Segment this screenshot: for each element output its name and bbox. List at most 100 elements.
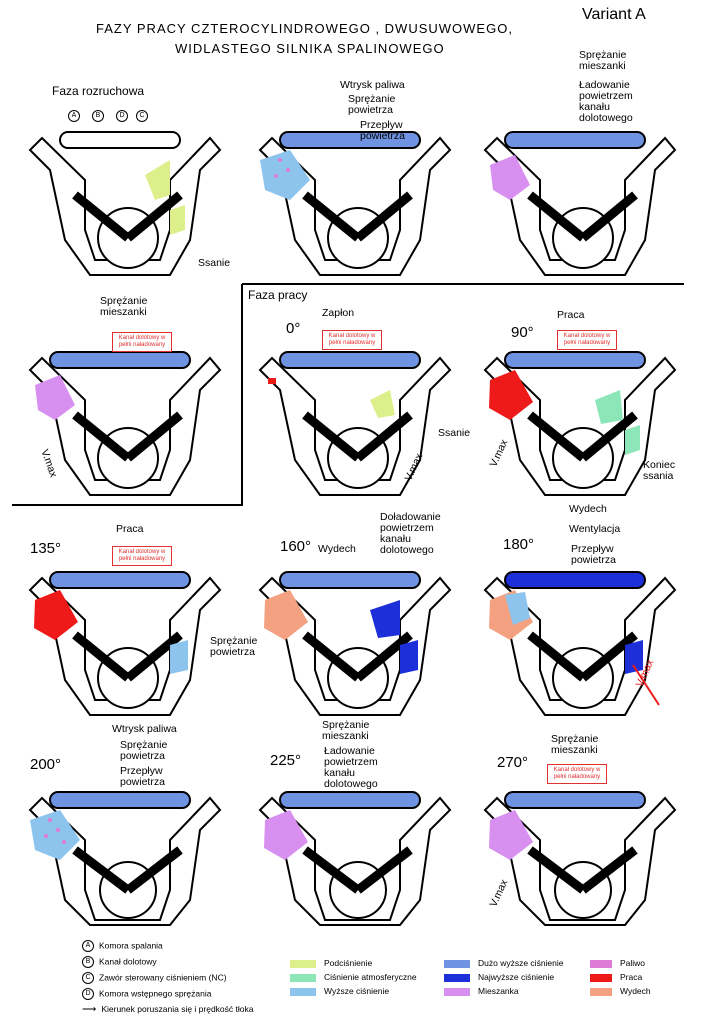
legend-color-5: Najwyższe ciśnienie: [444, 972, 554, 982]
legend-arrow: ⟶Kierunek poruszania się i prędkość tłok…: [82, 1004, 253, 1015]
part-key: A: [82, 940, 94, 952]
legend-part-c: C Zawór sterowany ciśnieniem (NC): [82, 972, 227, 984]
panel-11: 225° Sprężanie mieszanki Ładowanie powie…: [250, 720, 455, 935]
panel-9: 180° Wydech Wentylacja Przepływ powietrz…: [475, 504, 680, 725]
engine-diagram: [483, 571, 677, 716]
panel-label: Sprężanie mieszanki: [322, 719, 370, 742]
engine-diagram: [28, 791, 222, 926]
panel-label: Praca: [557, 309, 585, 321]
color-swatch: [444, 973, 470, 982]
panel-label: Praca: [116, 523, 144, 535]
panel-6: 90° Praca Kanał dolotowy w pełni naładow…: [475, 310, 680, 505]
legend-part-b: B Kanał dolotowy: [82, 956, 157, 968]
engine-diagram: [28, 131, 222, 276]
color-swatch: [444, 959, 470, 968]
legend-color-3: Wyższe ciśnienie: [290, 986, 389, 996]
angle-label: 270°: [497, 754, 529, 771]
part-text: Komora wstępnego sprężania: [99, 988, 212, 999]
panel-label: Ssanie: [198, 257, 231, 269]
color-swatch: [444, 987, 470, 996]
angle-label: 160°: [280, 538, 312, 555]
panel-7: Praca 135° Kanał dolotowy w pełni nałado…: [20, 524, 257, 725]
color-text: Dużo wyższe ciśnienie: [478, 958, 564, 968]
panel-label: Wydech: [569, 503, 607, 515]
angle-label: 200°: [30, 756, 62, 773]
panel-3: Sprężanie mieszanki Ładowanie powietrzem…: [475, 50, 680, 285]
section-work: Faza pracy: [248, 288, 308, 302]
panel-10: 200° Wtrysk paliwa Sprężanie powietrza P…: [20, 724, 225, 935]
panel-label: Sprężanie mieszanki: [579, 49, 627, 72]
panel-label: Sprężanie powietrza: [120, 739, 168, 762]
color-swatch: [290, 987, 316, 996]
part-key: B: [82, 956, 94, 968]
panel-label: Sprężanie powietrza: [348, 93, 396, 116]
part-key: D: [82, 988, 94, 1000]
part-marker-b: B: [92, 110, 104, 122]
panel-5: 0° Zapłon Kanał dolotowy w pełni naładow…: [250, 308, 470, 505]
color-swatch: [590, 959, 612, 968]
panel-label: Koniec ssania: [643, 459, 676, 482]
engine-diagram: [483, 131, 677, 276]
part-text: Zawór sterowany ciśnieniem (NC): [99, 972, 227, 983]
part-marker-a: A: [68, 110, 80, 122]
legend-color-6: Mieszanka: [444, 986, 519, 996]
engine-diagram: [258, 571, 452, 716]
legend-color-2: Ciśnienie atmosferyczne: [290, 972, 417, 982]
part-marker-c: C: [136, 110, 148, 122]
section-startup: Faza rozruchowa: [52, 84, 145, 98]
color-text: Wydech: [620, 986, 651, 996]
panel-label: Przepływ powietrza: [360, 119, 405, 142]
color-text: Mieszanka: [478, 986, 519, 996]
arrow-text: Kierunek poruszania się i prędkość tłoka: [101, 1004, 254, 1014]
color-text: Wyższe ciśnienie: [324, 986, 390, 996]
legend-part-d: D Komora wstępnego sprężania: [82, 988, 211, 1000]
legend-color-9: Wydech: [590, 986, 651, 996]
panel-label: Ładowanie powietrzem kanału dolotowego: [579, 79, 633, 124]
panel-label: Sprężanie mieszanki: [551, 733, 599, 756]
color-swatch: [290, 973, 316, 982]
panel-label: Wentylacja: [569, 523, 621, 535]
panel-label: Wydech: [318, 543, 356, 555]
angle-label: 0°: [286, 320, 301, 337]
color-text: Ciśnienie atmosferyczne: [324, 972, 417, 982]
angle-label: 225°: [270, 752, 302, 769]
legend-color-1: Podciśnienie: [290, 958, 372, 968]
legend-color-8: Praca: [590, 972, 642, 982]
panel-label: Sprężanie powietrza: [210, 635, 258, 658]
color-swatch: [590, 973, 612, 982]
engine-diagram: [258, 351, 452, 496]
panel-label: Zapłon: [322, 307, 355, 319]
panel-12: 270° Sprężanie mieszanki Kanał dolotowy …: [475, 734, 680, 935]
intake-note: Kanał dolotowy w pełni naładowany: [322, 330, 382, 350]
title-line-1: FAZY PRACY CZTEROCYLINDROWEGO , DWUSUWOW…: [96, 21, 513, 36]
panel-2: Wtrysk paliwa Sprężanie powietrza Przepł…: [250, 80, 455, 285]
intake-note: Kanał dolotowy w pełni naładowany: [112, 332, 172, 352]
color-swatch: [590, 987, 612, 996]
engine-diagram: [28, 351, 222, 496]
engine-diagram: [483, 791, 677, 926]
part-text: Kanał dolotowy: [99, 956, 157, 967]
angle-label: 135°: [30, 540, 62, 557]
legend-color-7: Paliwo: [590, 958, 645, 968]
color-text: Najwyższe ciśnienie: [478, 972, 555, 982]
color-text: Paliwo: [620, 958, 646, 968]
engine-diagram: [258, 131, 452, 276]
panel-1: A B D C Ssanie: [20, 100, 230, 285]
engine-diagram: [483, 351, 677, 496]
engine-diagram: [28, 571, 222, 716]
part-key: C: [82, 972, 94, 984]
angle-label: 180°: [503, 536, 535, 553]
legend-color-4: Dużo wyższe ciśnienie: [444, 958, 564, 968]
panel-label: Sprężanie mieszanki: [100, 295, 148, 318]
color-text: Podciśnienie: [324, 958, 373, 968]
angle-label: 90°: [511, 324, 534, 341]
panel-4: Sprężanie mieszanki Kanał dolotowy w peł…: [20, 296, 225, 505]
panel-8: 160° Wydech Doładowanie powietrzem kanał…: [250, 512, 455, 725]
panel-label: Ładowanie powietrzem kanału dolotowego: [324, 745, 378, 790]
color-text: Praca: [620, 972, 643, 982]
panel-label: Doładowanie powietrzem kanału dolotowego: [380, 511, 441, 556]
engine-diagram: [258, 791, 452, 926]
